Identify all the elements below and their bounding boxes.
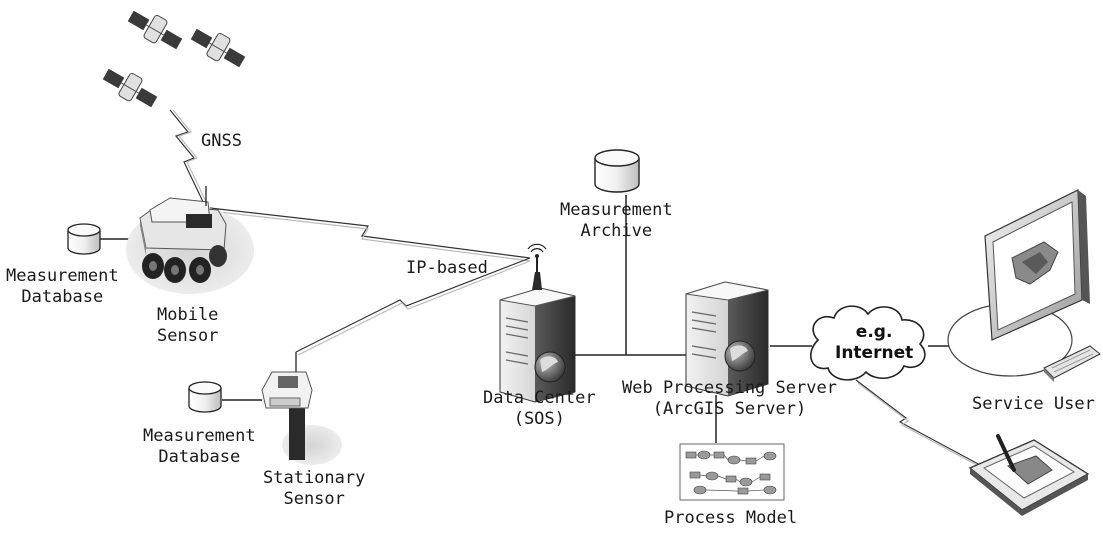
database-icon <box>188 381 222 413</box>
satellite-icon <box>190 28 246 68</box>
cloud-icon <box>809 305 926 381</box>
label-line: Measurement <box>560 200 673 220</box>
data-center-label: Data Center (SOS) <box>483 388 596 430</box>
label-line: Sensor <box>157 326 219 346</box>
tablet-icon <box>968 434 1090 516</box>
label-line: Data Center <box>483 388 596 408</box>
cloud-tablet-link <box>855 379 983 467</box>
mobile-sensor-label: Mobile Sensor <box>157 305 218 347</box>
satellite-icon <box>127 10 183 50</box>
gnss-link <box>169 109 207 209</box>
stationary-sensor-label: Stationary Sensor <box>263 468 365 510</box>
label-line: Mobile <box>157 305 219 325</box>
label-line: e.g. <box>855 322 893 342</box>
label-line: Web Processing Server <box>622 378 837 398</box>
label-line: Internet <box>835 343 914 363</box>
gnss-link-shadow <box>172 109 210 209</box>
antenna-icon <box>527 243 547 290</box>
database-icon <box>594 149 640 193</box>
label-line: Stationary <box>263 468 366 488</box>
globe-icon <box>534 351 566 383</box>
label-line: Database <box>21 287 104 307</box>
service-user-label: Service User <box>972 394 1095 414</box>
satellite-icon <box>102 68 158 108</box>
label-line: Archive <box>580 221 653 241</box>
stationary-sensor-icon <box>261 352 342 465</box>
label-line: Measurement <box>6 266 119 286</box>
label-line: (SOS) <box>513 409 565 429</box>
cloud-label: e.g. Internet <box>835 322 913 364</box>
server-icon <box>499 287 576 403</box>
robot-ip-link <box>209 207 531 259</box>
label-line: Database <box>158 447 241 467</box>
label-line: Sensor <box>283 489 345 509</box>
connection-lines <box>100 195 962 443</box>
ip-based-label: IP-based <box>406 258 488 278</box>
process-model-icon <box>679 443 785 501</box>
keyboard-icon <box>1043 345 1101 382</box>
measurement-archive-label: Measurement Archive <box>560 200 673 242</box>
database-icon <box>67 223 101 255</box>
monitor-icon <box>947 189 1090 377</box>
measurement-database-stationary-label: Measurement Database <box>143 426 256 468</box>
web-processing-server-label: Web Processing Server (ArcGIS Server) <box>622 378 837 420</box>
gnss-label: GNSS <box>201 131 242 151</box>
stationary-ip-link <box>295 257 531 353</box>
cloud-tablet-link-shadow <box>857 382 985 470</box>
wireless-links <box>169 109 985 470</box>
stationary-ip-link-shadow <box>297 260 531 356</box>
label-line: Measurement <box>143 426 256 446</box>
robot-icon <box>126 186 254 294</box>
globe-icon <box>724 340 756 372</box>
robot-ip-link-shadow <box>209 210 531 262</box>
process-model-label: Process Model <box>664 508 798 528</box>
measurement-database-mobile-label: Measurement Database <box>6 266 119 308</box>
label-line: (ArcGIS Server) <box>652 399 807 419</box>
